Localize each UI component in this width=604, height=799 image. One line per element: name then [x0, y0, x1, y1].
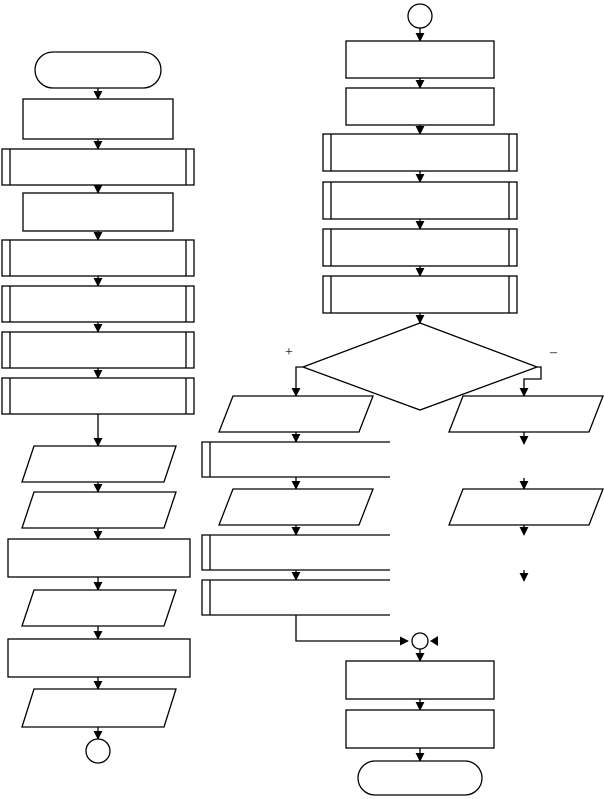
predefined-process-block [1, 377, 195, 415]
io-parallelogram [21, 688, 177, 728]
io-parallelogram [448, 488, 604, 526]
start-terminator [34, 51, 162, 89]
merge-connector [411, 632, 429, 650]
io-parallelogram [21, 445, 177, 483]
io-parallelogram [21, 491, 177, 529]
process-block [22, 98, 174, 140]
merge-arrowhead-no [430, 636, 438, 646]
predefined-process-block [1, 331, 195, 369]
io-parallelogram [448, 395, 604, 433]
end-terminator [357, 760, 483, 796]
yes-branch-label: + [285, 345, 293, 360]
predefined-process-block [201, 534, 390, 571]
predefined-process-block [322, 275, 518, 314]
no-branch-label: – [549, 345, 558, 360]
off-page-connector-end [85, 738, 111, 764]
process-block [345, 709, 495, 749]
predefined-process-block [322, 228, 518, 267]
predefined-process-block [322, 181, 518, 220]
no-branch-arrow [519, 366, 542, 397]
predefined-process-block [1, 239, 195, 277]
predefined-process-block [1, 285, 195, 323]
process-block [7, 638, 191, 678]
io-parallelogram [218, 488, 374, 526]
decision-diamond [301, 322, 539, 411]
predefined-process-block [1, 148, 195, 186]
predefined-process-block [322, 133, 518, 172]
off-page-connector-start [407, 3, 433, 29]
right-column: + – [201, 3, 604, 796]
io-parallelogram [218, 395, 374, 433]
predefined-process-block [201, 441, 390, 478]
merge-arrow-yes [295, 615, 409, 646]
left-column [1, 51, 195, 764]
io-parallelogram [21, 589, 177, 627]
process-block [345, 40, 495, 79]
process-block [345, 87, 495, 126]
process-block [7, 538, 191, 578]
process-block [22, 192, 174, 232]
predefined-process-block [201, 579, 390, 616]
process-block [345, 660, 495, 700]
yes-branch-arrow [291, 366, 303, 397]
